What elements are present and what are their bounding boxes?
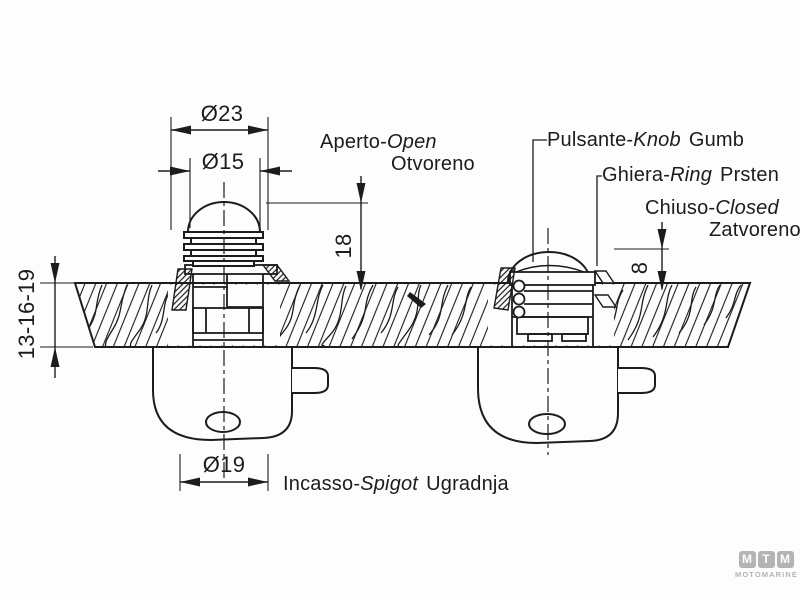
spring-coils <box>512 279 526 319</box>
ring-section-right <box>261 264 291 282</box>
dim-open-height-lines <box>266 176 368 291</box>
label-closed-local: Zatvoreno <box>709 219 800 241</box>
mechanism-section <box>511 285 594 347</box>
dim-knob-diameter-lines <box>170 117 269 230</box>
label-knob-it: Pulsante- <box>547 129 634 151</box>
label-closed-en: Closed <box>715 197 779 219</box>
label-closed: Chiuso-Closed <box>645 198 779 219</box>
closed-fastener-section <box>477 251 656 445</box>
dim-panel-thickness-lines <box>40 256 93 378</box>
flange-wing-upper <box>593 270 616 284</box>
logo-letter-m1: M <box>738 551 756 568</box>
dim-stem-diameter-lines <box>158 158 292 228</box>
label-knob-local: Gumb <box>688 129 745 151</box>
label-open: Aperto-Open <box>320 132 437 153</box>
label-ring-en: Ring <box>670 164 713 186</box>
latch-tab <box>618 367 656 394</box>
mechanism-section <box>192 274 264 347</box>
dim-closed-height: 8 <box>627 261 652 275</box>
ring-leader <box>596 175 602 266</box>
centerlines <box>223 182 549 478</box>
label-mount: Incasso-Spigot Ugradnja <box>283 474 509 495</box>
dimension-annotations <box>40 117 669 491</box>
label-mount-en: Spigot <box>360 473 419 495</box>
label-closed-it: Chiuso- <box>645 197 716 219</box>
dim-stem-diameter: Ø15 <box>201 149 245 174</box>
label-open-it: Aperto- <box>320 131 387 153</box>
ring-section-left <box>171 268 193 311</box>
body-hole <box>528 413 566 435</box>
flange-wing-lower <box>593 294 618 308</box>
label-knob-en: Knob <box>633 129 681 151</box>
knob-leader <box>532 139 547 262</box>
label-knob: Pulsante-Knob Gumb <box>547 130 744 151</box>
mtm-logo-squares: M T M <box>735 551 797 568</box>
logo-letter-t: T <box>757 551 775 568</box>
latch-tab <box>292 367 329 394</box>
logo-letter-m2: M <box>776 551 794 568</box>
body-hole <box>205 411 241 433</box>
label-mount-local: Ugradnja <box>426 473 509 495</box>
wood-knot <box>407 292 426 308</box>
label-ring: Ghiera-Ring Prsten <box>602 165 779 186</box>
ring-section-left <box>493 267 516 311</box>
dim-closed-height-lines <box>614 222 669 291</box>
label-open-local: Otvoreno <box>391 153 475 175</box>
dim-spigot-diameter: Ø19 <box>202 452 246 477</box>
mtm-logo: M T M MOTOMARINE <box>735 551 797 579</box>
label-ring-local: Prsten <box>720 164 780 186</box>
logo-wordmark: MOTOMARINE <box>735 570 798 579</box>
spigot-body <box>152 346 293 442</box>
label-open-en: Open <box>387 131 437 153</box>
dim-knob-diameter: Ø23 <box>200 101 244 126</box>
dim-open-height: 18 <box>331 233 356 259</box>
dim-panel-thickness: 13-16-19 <box>14 268 39 360</box>
leader-lines <box>532 139 602 266</box>
spigot-body <box>477 346 619 445</box>
label-mount-it: Incasso- <box>283 473 361 495</box>
label-ring-it: Ghiera- <box>602 164 671 186</box>
dim-spigot-diameter-lines <box>179 454 269 491</box>
wood-grain-lines <box>81 284 742 347</box>
